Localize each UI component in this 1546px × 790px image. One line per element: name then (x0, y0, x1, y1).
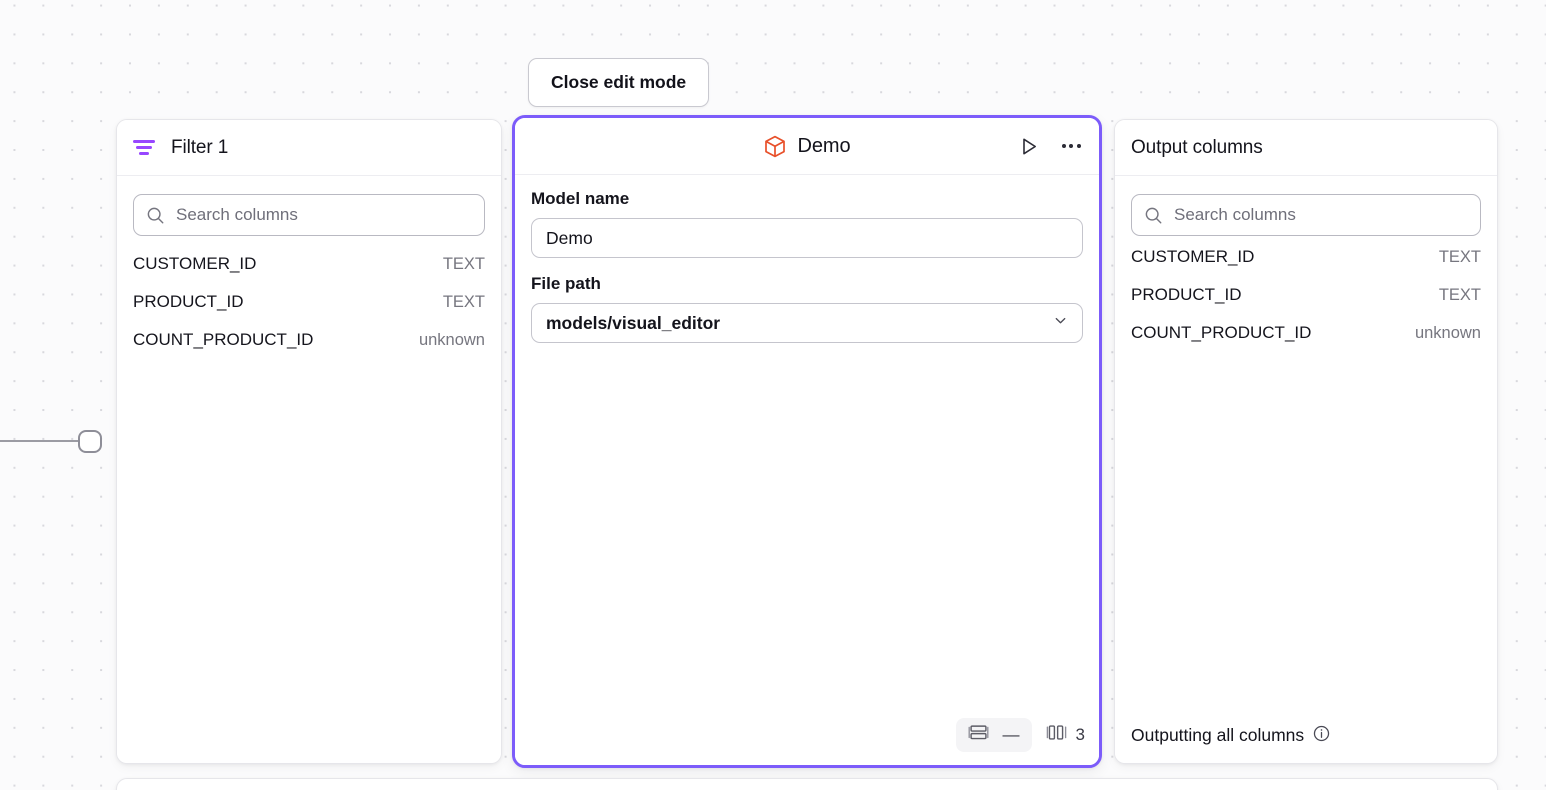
filter-node[interactable]: Filter 1 CUSTOMER_ID TEXT PRODUCT_ID (116, 119, 502, 764)
demo-node-header: Demo (515, 118, 1099, 175)
demo-node-actions (1015, 118, 1085, 174)
output-node-title: Output columns (1131, 136, 1263, 158)
list-item[interactable]: COUNT_PRODUCT_ID unknown (133, 330, 485, 368)
list-item[interactable]: CUSTOMER_ID TEXT (1131, 247, 1481, 285)
next-node-partial[interactable] (116, 778, 1498, 790)
outputting-all-columns-label: Outputting all columns (1131, 725, 1305, 745)
node-connection-handle[interactable] (78, 430, 102, 453)
filter-node-header: Filter 1 (117, 120, 501, 176)
filter-node-body: CUSTOMER_ID TEXT PRODUCT_ID TEXT COUNT_P… (117, 176, 501, 763)
demo-model-node[interactable]: Demo Model name File path models/visual_… (512, 115, 1102, 768)
row-count-value: — (1002, 725, 1020, 744)
file-path-label: File path (531, 274, 601, 293)
rows-icon (968, 723, 989, 747)
filter-search-input[interactable] (176, 205, 472, 225)
output-search-box[interactable] (1131, 194, 1481, 236)
play-icon[interactable] (1015, 132, 1043, 160)
output-node-header: Output columns (1115, 120, 1497, 176)
filter-icon (133, 140, 155, 155)
model-name-input[interactable] (531, 218, 1083, 258)
list-item[interactable]: CUSTOMER_ID TEXT (133, 254, 485, 292)
list-item[interactable]: PRODUCT_ID TEXT (1131, 285, 1481, 323)
chevron-down-icon (1053, 313, 1068, 333)
column-type: unknown (1414, 324, 1481, 342)
file-path-select[interactable]: models/visual_editor (531, 303, 1083, 343)
cube-icon (764, 135, 786, 158)
column-name: CUSTOMER_ID (1131, 247, 1255, 266)
filter-column-list: CUSTOMER_ID TEXT PRODUCT_ID TEXT COUNT_P… (117, 246, 501, 368)
column-name: PRODUCT_ID (133, 292, 244, 311)
search-icon (1144, 206, 1163, 225)
file-path-value: models/visual_editor (546, 312, 721, 333)
output-search-input[interactable] (1174, 205, 1468, 225)
demo-model-form: Model name File path models/visual_edito… (515, 175, 1099, 713)
output-columns-node[interactable]: Output columns CUSTOMER_ID TEXT PRODU (1114, 119, 1498, 764)
columns-icon (1046, 723, 1067, 747)
more-options-icon[interactable] (1057, 132, 1085, 160)
column-type: TEXT (1438, 286, 1481, 304)
connection-edge (0, 440, 82, 442)
column-name: COUNT_PRODUCT_ID (133, 330, 314, 349)
search-icon (146, 206, 165, 225)
close-edit-mode-button[interactable]: Close edit mode (528, 58, 710, 107)
column-count-value: 3 (1075, 725, 1085, 744)
column-name: PRODUCT_ID (1131, 285, 1242, 304)
demo-node-footer: — 3 (515, 713, 1099, 765)
demo-node-body: Model name File path models/visual_edito… (515, 175, 1099, 765)
column-count-indicator[interactable]: 3 (1046, 723, 1085, 747)
column-type: TEXT (442, 293, 485, 311)
column-name: COUNT_PRODUCT_ID (1131, 323, 1312, 342)
filter-search-box[interactable] (133, 194, 485, 236)
model-name-label: Model name (531, 189, 630, 208)
column-type: TEXT (1438, 248, 1481, 266)
column-name: CUSTOMER_ID (133, 254, 257, 273)
output-node-body: CUSTOMER_ID TEXT PRODUCT_ID TEXT COUNT_P… (1115, 176, 1497, 763)
row-count-indicator[interactable]: — (955, 718, 1032, 752)
output-column-list: CUSTOMER_ID TEXT PRODUCT_ID TEXT COUNT_P… (1115, 246, 1497, 361)
output-node-footer: Outputting all columns (1115, 707, 1497, 763)
demo-node-title: Demo (797, 134, 851, 157)
list-item[interactable]: COUNT_PRODUCT_ID unknown (1131, 323, 1481, 361)
info-icon[interactable] (1312, 724, 1331, 748)
column-type: TEXT (442, 255, 485, 273)
list-item[interactable]: PRODUCT_ID TEXT (133, 292, 485, 330)
filter-node-title: Filter 1 (171, 136, 229, 158)
column-type: unknown (418, 331, 485, 349)
